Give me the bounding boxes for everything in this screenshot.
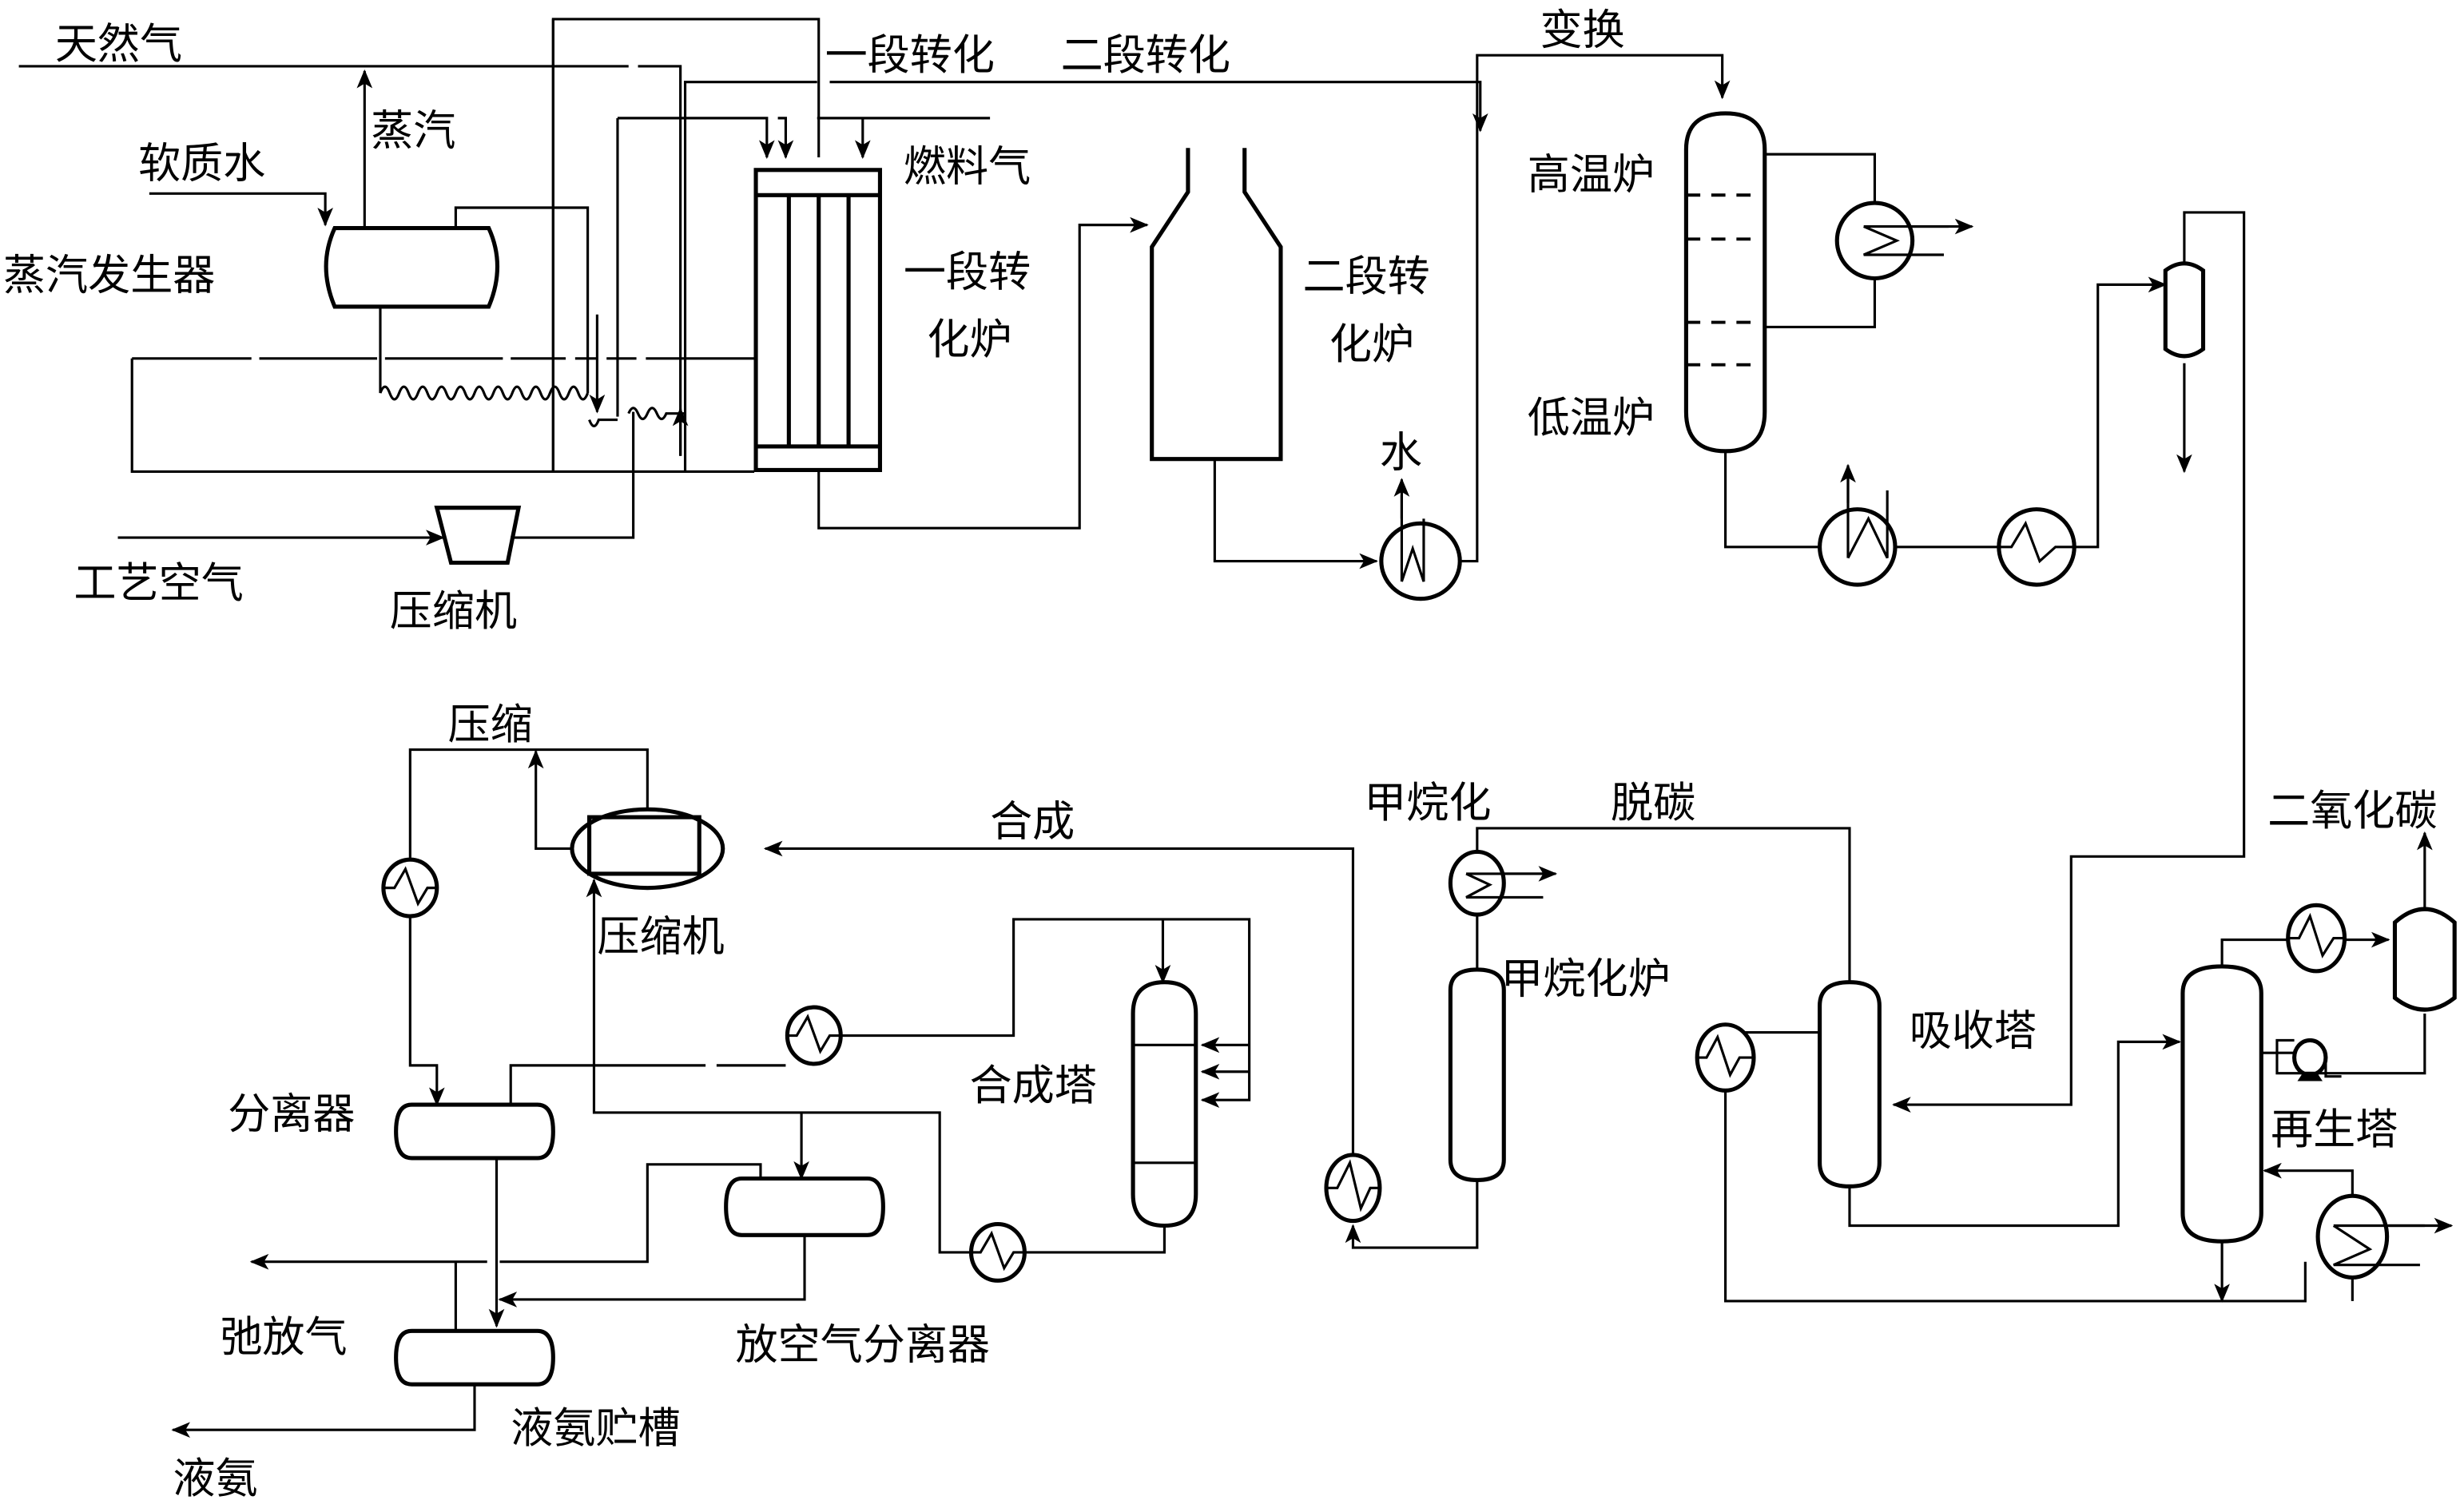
lean-solution-cooler <box>1695 1022 1756 1093</box>
label-air-compressor: 压缩机 <box>390 586 517 636</box>
absorber <box>1818 980 1882 1189</box>
label-liquid-ammonia: 液氨 <box>173 1454 257 1503</box>
label-primary-reforming: 一段转化 <box>825 30 995 80</box>
label-natural-gas: 天然气 <box>55 19 182 69</box>
shift-heat-exchanger-2 <box>1997 507 2077 587</box>
condensate-separator <box>2163 261 2206 359</box>
synthesis-preheater <box>785 1005 843 1066</box>
label-secondary-reforming: 二段转化 <box>1061 30 1230 80</box>
reboiler <box>2315 1193 2425 1280</box>
label-secondary-reformer-2: 化炉 <box>1329 319 1414 369</box>
label-synthesis: 合成 <box>990 797 1075 847</box>
primary-reformer <box>753 168 882 473</box>
air-compressor <box>434 506 522 565</box>
label-secondary-reformer-1: 二段转 <box>1303 252 1430 301</box>
steam-generator-coil <box>379 385 590 401</box>
co2-separator <box>2392 907 2457 1012</box>
regenerator <box>2180 964 2263 1244</box>
natural-gas-line <box>18 65 689 456</box>
label-purge-gas: 弛放气 <box>220 1312 347 1362</box>
label-synthesis-tower: 合成塔 <box>970 1061 1097 1110</box>
label-shift: 变换 <box>1540 5 1625 54</box>
label-syngas-compressor: 压缩机 <box>597 911 724 961</box>
waste-heat-boiler <box>1379 494 1462 601</box>
steam-generator-drum <box>324 226 499 309</box>
methanator <box>1448 967 1506 1183</box>
label-low-temp-converter: 低温炉 <box>1528 393 1655 442</box>
label-high-temp-converter: 高温炉 <box>1528 149 1655 199</box>
methanation-preheater <box>1448 849 1548 917</box>
separator <box>394 1102 555 1161</box>
label-compression: 压缩 <box>448 700 533 749</box>
label-primary-reformer-1: 一段转 <box>904 247 1031 296</box>
label-separator: 分离器 <box>228 1089 355 1139</box>
syngas-compressor <box>570 807 725 891</box>
label-primary-reformer-2: 化炉 <box>927 315 1011 364</box>
synthesis-cooler <box>968 1221 1027 1283</box>
preheat-coil <box>588 407 686 427</box>
synthesis-tower <box>1131 980 1198 1228</box>
label-fuel-gas: 燃料气 <box>904 142 1031 192</box>
secondary-reformer <box>1150 148 1283 462</box>
label-methanator: 甲烷化炉 <box>1500 954 1670 1003</box>
label-liquid-ammonia-tank: 液氨贮槽 <box>511 1403 680 1453</box>
label-water: 水 <box>1380 428 1422 478</box>
reflux-pump <box>2292 1038 2328 1081</box>
label-process-air: 工艺空气 <box>74 558 243 608</box>
liquid-ammonia-tank <box>394 1328 555 1387</box>
label-steam: 蒸汽 <box>371 105 455 155</box>
methanation-cooler <box>1324 1153 1382 1224</box>
label-decarbonization: 脱碳 <box>1611 778 1695 827</box>
recycle-cooler <box>381 857 439 919</box>
label-vent-gas-separator: 放空气分离器 <box>735 1320 990 1370</box>
shift-converter <box>1683 111 1767 454</box>
label-absorber: 吸收塔 <box>1910 1006 2037 1055</box>
shift-heat-exchanger-1 <box>1818 471 1898 587</box>
label-steam-generator: 蒸汽发生器 <box>3 250 215 300</box>
intercooler <box>1834 200 1949 281</box>
label-soft-water: 软质水 <box>138 139 265 188</box>
vent-gas-separator <box>724 1176 885 1237</box>
label-regenerator: 再生塔 <box>2271 1105 2398 1154</box>
co2-cooler <box>2286 903 2347 974</box>
label-co2: 二氧化碳 <box>2267 786 2437 835</box>
soft-water-line <box>149 192 333 227</box>
label-methanation: 甲烷化 <box>1364 778 1491 827</box>
